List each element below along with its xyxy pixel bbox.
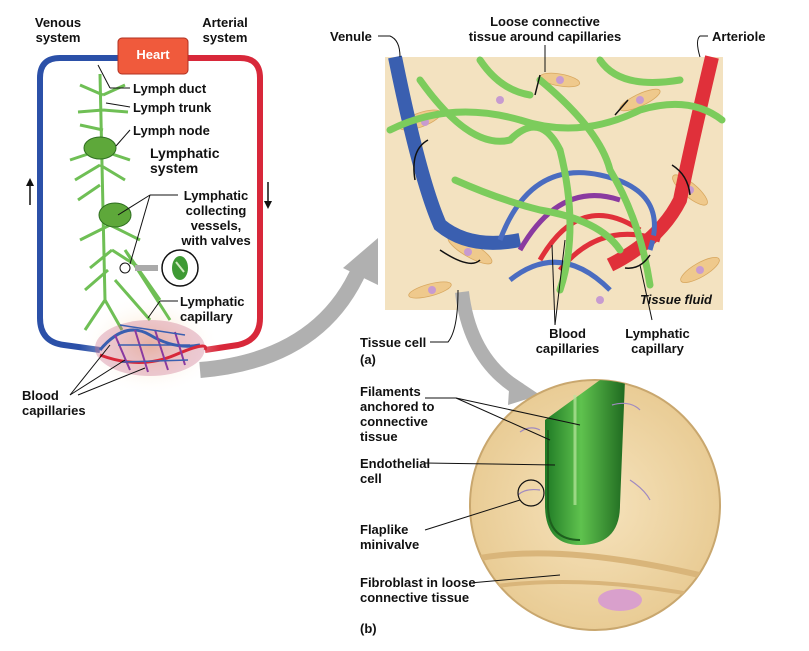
lymph-node-lower: [98, 202, 132, 228]
label-lymphatic-capillary-left: Lymphatic capillary: [180, 294, 245, 324]
label-endothelial-cell: Endothelial cell: [360, 456, 431, 486]
label-tissue-fluid: Tissue fluid: [640, 292, 712, 307]
label-lymph-duct: Lymph duct: [133, 81, 207, 96]
label-loose-connective-tissue: Loose connective tissue around capillari…: [468, 14, 622, 44]
label-arterial-system: Arterial system: [202, 15, 248, 45]
panel-a-label: (a): [360, 352, 376, 367]
leader-lines: [69, 35, 708, 584]
circulation-loop: [37, 55, 263, 353]
label-blood-capillaries-left: Blood capillaries: [22, 388, 86, 418]
panel-a-image: [385, 55, 726, 310]
label-fibroblast: Fibroblast in loose connective tissue: [360, 575, 476, 605]
venous-flow-arrow: [26, 178, 34, 205]
lymphatic-tree: [69, 73, 172, 331]
label-lymphatic-system: Lymphatic system: [150, 145, 220, 176]
label-collecting-vessels: Lymphatic collecting vessels, with valve…: [181, 188, 251, 248]
label-heart: Heart: [136, 47, 170, 62]
label-arteriole: Arteriole: [712, 29, 766, 44]
arterial-flow-arrow: [264, 182, 272, 209]
valve-zoom-circle: [161, 249, 199, 287]
lymph-node-upper: [83, 136, 117, 160]
heart-box: [117, 37, 189, 75]
label-lymph-trunk: Lymph trunk: [133, 100, 212, 115]
zoom-arrow-a-head: [343, 238, 378, 285]
label-flaplike-minivalve: Flaplike minivalve: [360, 522, 420, 552]
label-lymphatic-capillary-right: Lymphatic capillary: [625, 326, 690, 356]
valve-callout-small: [119, 262, 131, 274]
label-lymph-node: Lymph node: [133, 123, 210, 138]
panel-b-label: (b): [360, 621, 377, 636]
zoom-arrow-b: [455, 291, 524, 397]
label-venous-system: Venous system: [34, 15, 82, 45]
label-tissue-cell: Tissue cell: [360, 335, 427, 350]
label-filaments: Filaments anchored to connective tissue: [360, 384, 435, 444]
zoom-arrow-a: [199, 264, 368, 378]
left-capillary-bed: [95, 320, 208, 376]
label-blood-capillaries-right: Blood capillaries: [535, 326, 600, 356]
label-venule: Venule: [330, 29, 372, 44]
panel-b-image: [469, 379, 721, 631]
